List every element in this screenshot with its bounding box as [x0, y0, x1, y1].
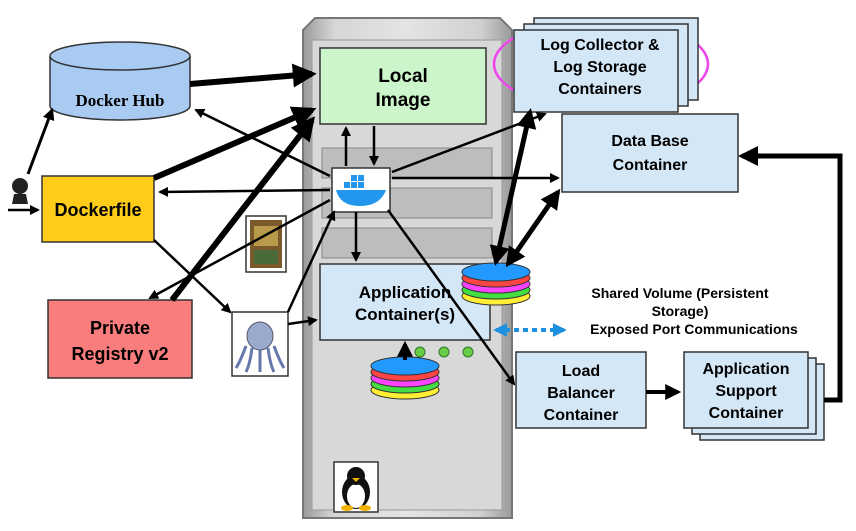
app-support-line-3: Container [709, 405, 784, 422]
arrow-disks-database [505, 188, 561, 268]
database-line-1: Data Base [611, 133, 688, 150]
docker-hub-label: Docker Hub [76, 91, 165, 110]
docker-whale-icon [331, 167, 391, 213]
arrow-whale-registry [148, 198, 331, 300]
arrow-whale-dockerhub [194, 108, 331, 178]
arrow-whale-dockerfile [158, 186, 331, 197]
app-support-line-2: Support [715, 383, 777, 400]
application-container-node[interactable]: Application Container(s) [319, 263, 491, 341]
docker-hub-node[interactable]: Docker Hub [49, 41, 191, 121]
exposed-port-label: Exposed Port Communications [590, 321, 798, 337]
log-collector-node[interactable]: Log Collector & Log Storage Containers [513, 17, 699, 113]
load-balancer-line-1: Load [562, 363, 600, 380]
local-image-line-2: Image [376, 90, 431, 111]
local-image-node[interactable]: Local Image [319, 47, 487, 125]
photo-thumbnail-icon [245, 215, 287, 273]
tux-penguin-icon [333, 461, 379, 513]
application-line-1: Application [359, 283, 452, 302]
private-registry-line-1: Private [90, 318, 150, 338]
shared-volume-disks-icon [461, 262, 531, 306]
app-support-line-1: Application [702, 361, 789, 378]
arrow-octopus-app [287, 316, 318, 327]
app-volume-disks-icon [370, 356, 440, 400]
shared-volume-line-2: Storage) [652, 303, 709, 319]
log-collector-line-1: Log Collector & [540, 37, 660, 54]
arrow-registry-localimage [169, 116, 315, 302]
local-image-line-1: Local [378, 66, 428, 87]
app-support-node[interactable]: Application Support Container [683, 351, 825, 441]
load-balancer-node[interactable]: Load Balancer Container [515, 351, 647, 429]
arrow-disks-logcollector [489, 108, 537, 266]
load-balancer-line-3: Container [544, 407, 619, 424]
application-line-2: Container(s) [355, 305, 455, 324]
arrow-dockerfile-octopus [153, 239, 232, 314]
arrow-dockerfile-localimage [152, 106, 317, 181]
octopus-icon [231, 311, 289, 377]
connection-arrows [8, 63, 843, 403]
load-balancer-line-2: Balancer [547, 385, 615, 402]
arrow-github-dockerhub [26, 107, 55, 175]
shared-volume-line-1: Shared Volume (Persistent [591, 285, 768, 301]
database-container-node[interactable]: Data Base Container [561, 113, 739, 193]
github-octocat-icon [12, 178, 28, 204]
database-line-2: Container [613, 157, 688, 174]
arrow-octopus-whale [286, 210, 336, 313]
dockerfile-label: Dockerfile [54, 200, 141, 220]
log-collector-line-3: Containers [558, 81, 642, 98]
arrow-support-database [738, 146, 843, 403]
arrow-dockerhub-localimage [189, 63, 317, 88]
private-registry-line-2: Registry v2 [71, 344, 168, 364]
private-registry-node[interactable]: Private Registry v2 [47, 299, 193, 379]
arrow-whale-loadbalancer [386, 209, 516, 386]
dockerfile-node[interactable]: Dockerfile [41, 175, 155, 243]
log-collector-line-2: Log Storage [553, 59, 646, 76]
